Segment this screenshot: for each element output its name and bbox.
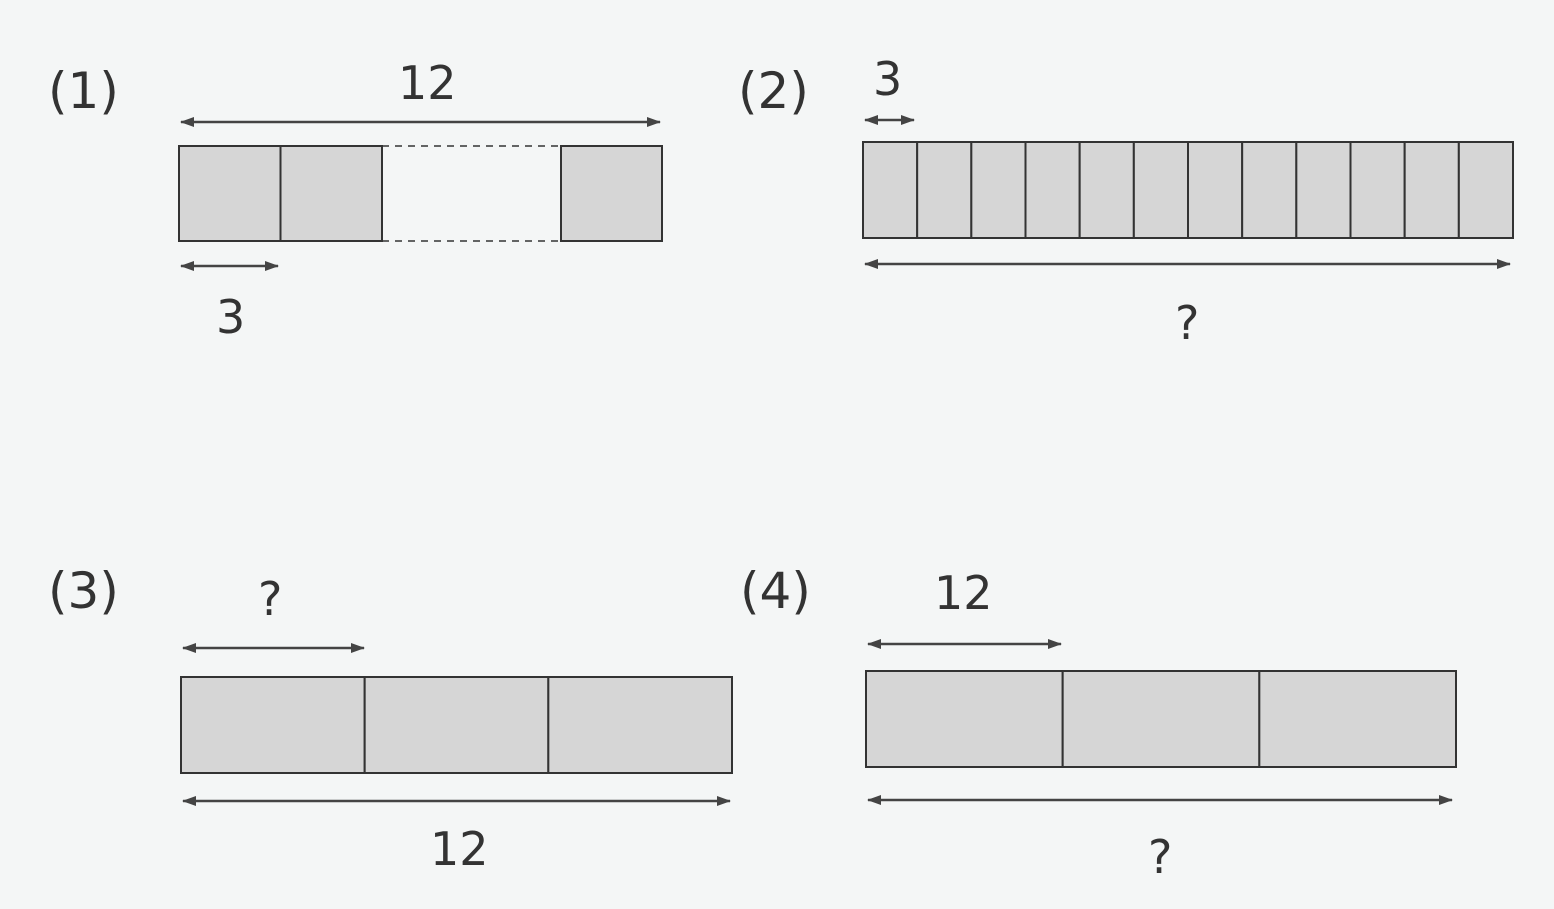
diagram-2-part-block [1349, 141, 1406, 239]
diagram-4-part-block [865, 670, 1064, 768]
diagram-4-label: (4) [740, 562, 811, 620]
diagram-2-part-block [862, 141, 919, 239]
diagram-4-whole-value: ? [1148, 830, 1173, 884]
diagram-2-part-block [1078, 141, 1135, 239]
diagram-2-part-value: 3 [873, 52, 903, 106]
diagram-2-part-block [1024, 141, 1081, 239]
diagram-1-whole-value: 12 [398, 56, 457, 110]
diagram-2-part-block [1241, 141, 1298, 239]
diagram-2-part-block [1403, 141, 1460, 239]
diagram-1-label: (1) [48, 62, 119, 120]
diagram-1-part-block [560, 145, 663, 242]
diagram-3-part-block [180, 676, 366, 774]
diagram-2-part-block [1457, 141, 1515, 239]
diagram-3-part-value: ? [258, 572, 283, 626]
diagram-2-part-block [916, 141, 973, 239]
diagram-2-part-block [1132, 141, 1190, 239]
diagram-1-part-block [178, 145, 282, 242]
diagram-2-part-block [970, 141, 1027, 239]
diagram-3-whole-value: 12 [430, 822, 489, 876]
diagram-1-part-value: 3 [216, 290, 246, 344]
diagram-3-part-block [547, 676, 733, 774]
diagram-4-part-value: 12 [934, 566, 993, 620]
diagram-3-part-block [363, 676, 550, 774]
diagram-2-part-block [1187, 141, 1244, 239]
diagram-4-part-block [1061, 670, 1261, 768]
diagram-2-whole-value: ? [1175, 296, 1200, 350]
diagram-3-label: (3) [48, 562, 119, 620]
diagram-2-label: (2) [738, 62, 809, 120]
diagram-1-part-block [279, 145, 383, 242]
diagram-4-part-block [1258, 670, 1458, 768]
diagram-2-part-block [1295, 141, 1352, 239]
